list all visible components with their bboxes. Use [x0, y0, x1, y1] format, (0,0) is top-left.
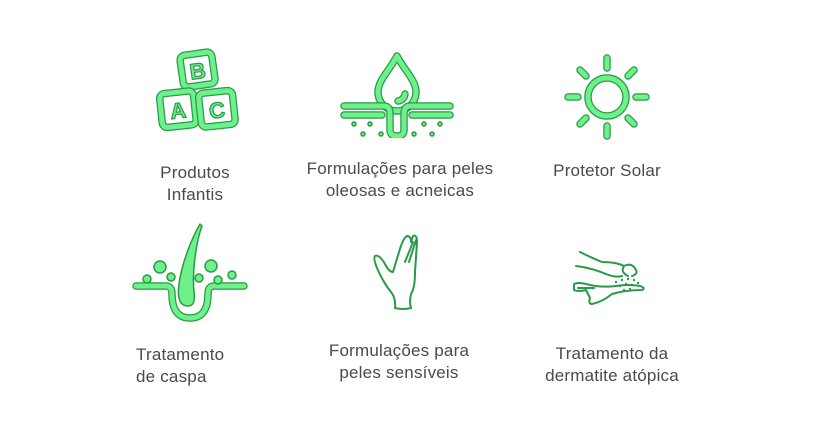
hair-follicle-icon: [132, 223, 248, 322]
svg-text:A: A: [169, 97, 188, 124]
label-line: Infantis: [166, 185, 224, 204]
svg-text:C: C: [208, 97, 227, 124]
hand-icon: [373, 234, 418, 310]
drop-skin-pore-icon: [340, 52, 454, 138]
label-line: Tratamento: [136, 345, 225, 364]
sun-icon: [564, 54, 650, 140]
label-line: de caspa: [136, 367, 207, 386]
feature-tratamento-caspa: Tratamento de caspa: [75, 222, 305, 388]
feature-label: Tratamento da dermatite atópica: [497, 343, 727, 387]
feature-produtos-infantis: B A C Produtos Infantis: [80, 48, 310, 206]
feature-dermatite-atopica: Tratamento da dermatite atópica: [497, 250, 727, 387]
svg-text:B: B: [188, 58, 207, 85]
label-line: peles sensíveis: [339, 363, 459, 382]
feature-label: Formulações para peles oleosas e acneica…: [285, 158, 515, 202]
label-line: dermatite atópica: [545, 366, 679, 385]
feature-label: Protetor Solar: [492, 160, 722, 182]
label-line: Formulações para peles: [306, 159, 494, 178]
label-line: oleosas e acneicas: [325, 181, 475, 200]
label-line: Formulações para: [328, 341, 470, 360]
feature-peles-oleosas: Formulações para peles oleosas e acneica…: [285, 52, 515, 202]
feature-label: Produtos Infantis: [80, 162, 310, 206]
feature-label: Tratamento de caspa: [75, 344, 305, 388]
abc-blocks-icon: B A C: [155, 48, 239, 132]
scratching-hand-icon: [573, 251, 645, 305]
label-line: Produtos: [160, 163, 230, 182]
label-line: Tratamento da: [555, 344, 669, 363]
feature-peles-sensiveis: Formulações para peles sensíveis: [284, 232, 514, 384]
feature-protetor-solar: Protetor Solar: [492, 52, 722, 182]
feature-label: Formulações para peles sensíveis: [284, 340, 514, 384]
label-line: Protetor Solar: [553, 161, 661, 180]
